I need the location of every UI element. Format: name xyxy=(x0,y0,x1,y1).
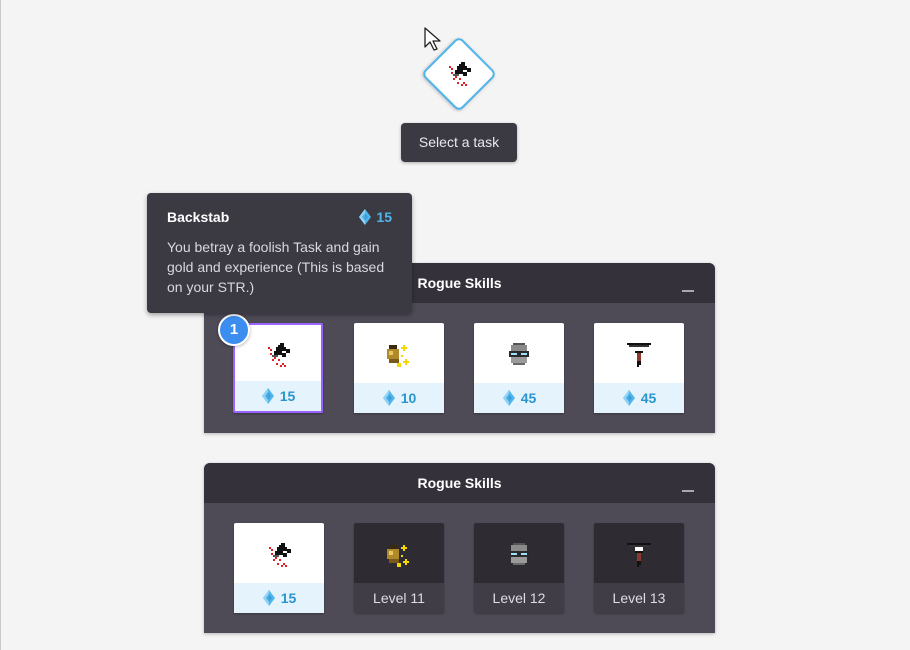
skill-item-stealth-mask[interactable]: 45 xyxy=(474,323,564,413)
tooltip-cost-value: 15 xyxy=(376,209,392,225)
skills-panel-2: Rogue Skills 15 Level 11 Level 12 Level … xyxy=(204,463,715,633)
skill-item-dagger[interactable]: 45 xyxy=(594,323,684,413)
select-task-label: Select a task xyxy=(401,123,517,162)
mana-gem-icon xyxy=(358,209,372,225)
skill-cost-value: 15 xyxy=(279,388,296,404)
mana-gem-icon xyxy=(622,390,636,406)
skill-item-stealth-mask-locked[interactable]: Level 12 xyxy=(474,523,564,613)
mana-gem-icon xyxy=(261,388,275,404)
mana-gem-icon xyxy=(502,390,516,406)
skill-level-requirement: Level 11 xyxy=(354,583,444,613)
tooltip-title: Backstab xyxy=(167,209,230,225)
skill-cost-value: 45 xyxy=(640,390,657,406)
mouse-cursor-icon xyxy=(424,27,441,51)
backstab-icon xyxy=(265,541,293,569)
gold-pouch-icon xyxy=(385,341,413,369)
panel-title: Rogue Skills xyxy=(417,475,502,491)
tooltip-description: You betray a foolish Task and gain gold … xyxy=(167,239,385,295)
skill-cost: 45 xyxy=(594,383,684,413)
skill-cost: 45 xyxy=(474,383,564,413)
panel-header: Rogue Skills xyxy=(204,463,715,503)
skill-cost-value: 45 xyxy=(520,390,537,406)
dagger-icon xyxy=(625,341,653,369)
backstab-icon xyxy=(264,341,292,369)
skill-item-backstab[interactable]: 15 xyxy=(233,323,323,413)
skill-cost-value: 15 xyxy=(280,590,297,606)
step-badge: 1 xyxy=(218,314,250,346)
skill-cost: 15 xyxy=(235,381,321,411)
mana-gem-icon xyxy=(382,390,396,406)
tooltip-cost: 15 xyxy=(358,209,392,225)
minimize-icon[interactable] xyxy=(682,290,694,292)
skill-item-gold-pouch[interactable]: 10 xyxy=(354,323,444,413)
skill-cost: 15 xyxy=(234,583,324,613)
skill-item-gold-pouch-locked[interactable]: Level 11 xyxy=(354,523,444,613)
skill-item-backstab[interactable]: 15 xyxy=(234,523,324,613)
skill-tooltip: Backstab 15 You betray a foolish Task an… xyxy=(147,193,412,313)
gold-pouch-icon xyxy=(385,541,413,569)
minimize-icon[interactable] xyxy=(682,490,694,492)
skill-cost: 10 xyxy=(354,383,444,413)
skill-item-dagger-locked[interactable]: Level 13 xyxy=(594,523,684,613)
stealth-mask-icon xyxy=(505,341,533,369)
backstab-icon xyxy=(445,60,473,88)
mana-gem-icon xyxy=(262,590,276,606)
panel-title: Rogue Skills xyxy=(417,275,502,291)
stealth-mask-icon xyxy=(505,541,533,569)
skill-level-requirement: Level 12 xyxy=(474,583,564,613)
dagger-icon xyxy=(625,541,653,569)
skill-level-requirement: Level 13 xyxy=(594,583,684,613)
skill-cost-value: 10 xyxy=(400,390,417,406)
